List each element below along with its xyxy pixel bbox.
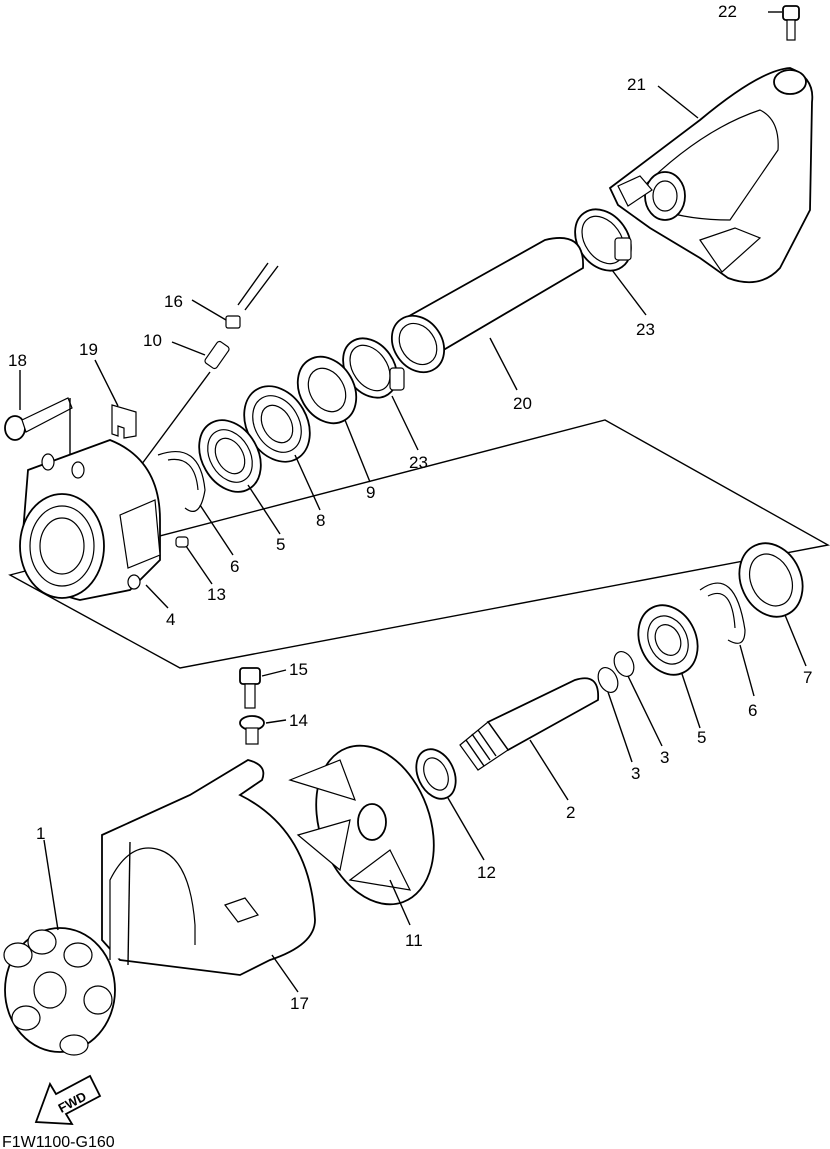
callout-5-lower: 5 <box>697 728 706 747</box>
callout-4: 4 <box>166 610 175 629</box>
callout-18: 18 <box>8 351 27 370</box>
part-21-nozzle <box>608 67 814 284</box>
callout-3-a: 3 <box>631 764 640 783</box>
callout-23-upper: 23 <box>636 320 655 339</box>
callouts: 22 21 16 10 19 18 23 20 9 23 8 5 6 13 4 … <box>8 2 812 1013</box>
callout-19: 19 <box>79 340 98 359</box>
part-9-seal <box>296 355 358 425</box>
part-10-fitting <box>129 340 230 481</box>
callout-7: 7 <box>803 668 812 687</box>
part-1-vane <box>3 927 116 1056</box>
part-6-circlip-lower <box>699 582 746 644</box>
part-11-impeller <box>288 744 435 906</box>
callout-23-lower: 23 <box>409 453 428 472</box>
forward-arrow: FWD <box>34 1074 102 1125</box>
callout-13: 13 <box>207 585 226 604</box>
part-7-bearing <box>738 542 804 618</box>
callout-20: 20 <box>513 394 532 413</box>
part-5-bearing-upper <box>198 419 262 493</box>
part-22-bolt <box>782 5 800 41</box>
callout-17: 17 <box>290 994 309 1013</box>
callout-15: 15 <box>289 660 308 679</box>
leader-lines <box>19 11 807 993</box>
part-5-bearing-lower <box>637 604 699 676</box>
part-23-clamp-upper <box>574 208 632 272</box>
callout-11: 11 <box>405 931 423 950</box>
part-14-washer <box>239 715 265 745</box>
part-2-shaft <box>459 677 599 771</box>
part-12-spacer <box>415 748 457 800</box>
callout-3-b: 3 <box>660 748 669 767</box>
part-13-pin <box>175 536 189 548</box>
callout-9: 9 <box>366 483 375 502</box>
part-3-oring-a <box>597 667 619 693</box>
callout-1: 1 <box>36 824 45 843</box>
part-4-housing <box>19 439 161 601</box>
part-20-tube <box>390 237 584 374</box>
part-6-circlip-upper <box>157 451 206 512</box>
part-16-fitting <box>225 262 279 329</box>
callout-22: 22 <box>718 2 737 21</box>
part-19-clip <box>111 404 137 439</box>
callout-10: 10 <box>143 331 162 350</box>
callout-14: 14 <box>289 711 308 730</box>
callout-16: 16 <box>164 292 183 311</box>
part-23-clamp-lower <box>342 337 405 399</box>
part-3-oring-b <box>613 651 635 677</box>
part-17-cover <box>101 759 316 976</box>
part-15-bolt <box>239 667 261 709</box>
callout-2: 2 <box>566 803 575 822</box>
callout-8: 8 <box>316 511 325 530</box>
callout-6-lower: 6 <box>748 701 757 720</box>
callout-5-upper: 5 <box>276 535 285 554</box>
callout-12: 12 <box>477 863 496 882</box>
diagram-code: F1W1100-G160 <box>2 1134 115 1149</box>
subassembly-outline <box>8 419 830 669</box>
callout-21: 21 <box>627 75 646 94</box>
part-8-bearing <box>243 385 311 463</box>
callout-6-upper: 6 <box>230 557 239 576</box>
